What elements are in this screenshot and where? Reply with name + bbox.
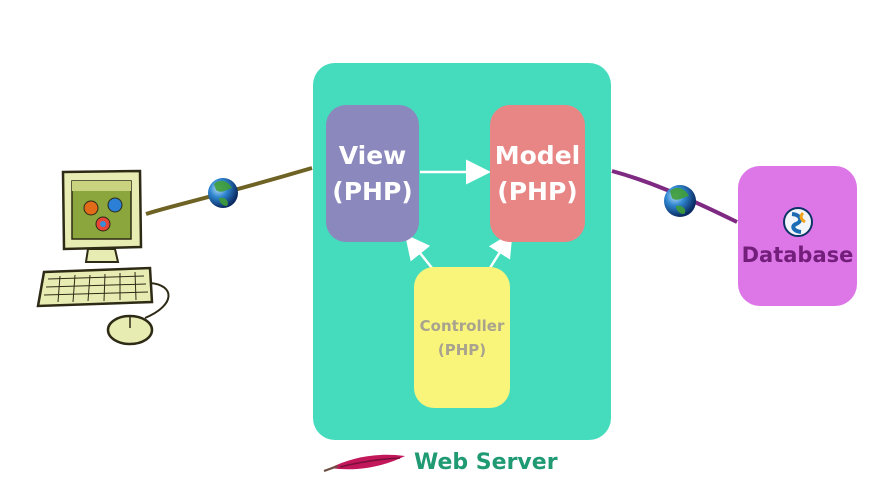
client-server-connection — [145, 166, 313, 216]
computer-icon — [36, 169, 170, 346]
controller-component: Controller (PHP) — [414, 267, 510, 408]
controller-title: Controller — [419, 316, 505, 335]
view-component: View (PHP) — [326, 105, 419, 242]
model-title: Model — [494, 140, 581, 170]
model-component: Model (PHP) — [490, 105, 585, 242]
database-logo-icon — [782, 207, 813, 237]
model-subtitle: (PHP) — [497, 176, 578, 206]
database-label: Database — [741, 243, 854, 267]
view-subtitle: (PHP) — [332, 176, 413, 206]
web-server-label: Web Server — [414, 450, 558, 475]
globe-icon — [208, 178, 238, 208]
controller-subtitle: (PHP) — [437, 340, 487, 359]
server-database-connection — [611, 169, 738, 224]
globe-icon — [664, 185, 696, 217]
controller-to-view-arrow — [404, 234, 433, 269]
database-component: Database — [738, 166, 857, 306]
apache-feather-icon — [323, 454, 405, 472]
view-title: View — [338, 140, 407, 170]
